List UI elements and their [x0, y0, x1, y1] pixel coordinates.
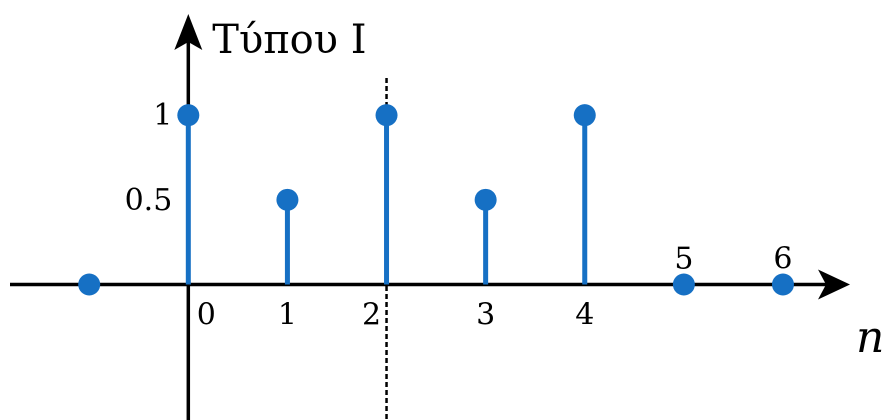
stem-marker	[375, 104, 398, 127]
y-tick-label: 1	[153, 98, 172, 133]
x-axis-arrow	[818, 269, 850, 300]
stem-marker	[573, 104, 596, 127]
x-tick-label: 5	[674, 242, 693, 277]
x-axis-label: n	[856, 312, 884, 363]
stem-marker	[672, 273, 695, 296]
stem-marker	[276, 188, 299, 211]
x-tick-label: 3	[476, 298, 495, 333]
x-tick-label: 2	[362, 298, 381, 333]
x-tick-label: 1	[278, 298, 297, 333]
stem-marker	[771, 273, 794, 296]
x-tick-label: 0	[197, 298, 216, 333]
stems-group	[78, 104, 794, 296]
x-tick-label: 6	[773, 242, 792, 277]
labels-group: Τύπου Ι n 0 1 2 3 4 5 6 1 0.5	[125, 17, 885, 363]
stem-marker	[78, 273, 101, 296]
y-axis-arrow	[174, 14, 203, 50]
chart-title: Τύπου Ι	[212, 17, 366, 63]
stem-marker	[177, 104, 200, 127]
stem-marker	[474, 188, 497, 211]
x-tick-label: 4	[575, 298, 594, 333]
y-tick-label: 0.5	[125, 183, 173, 218]
